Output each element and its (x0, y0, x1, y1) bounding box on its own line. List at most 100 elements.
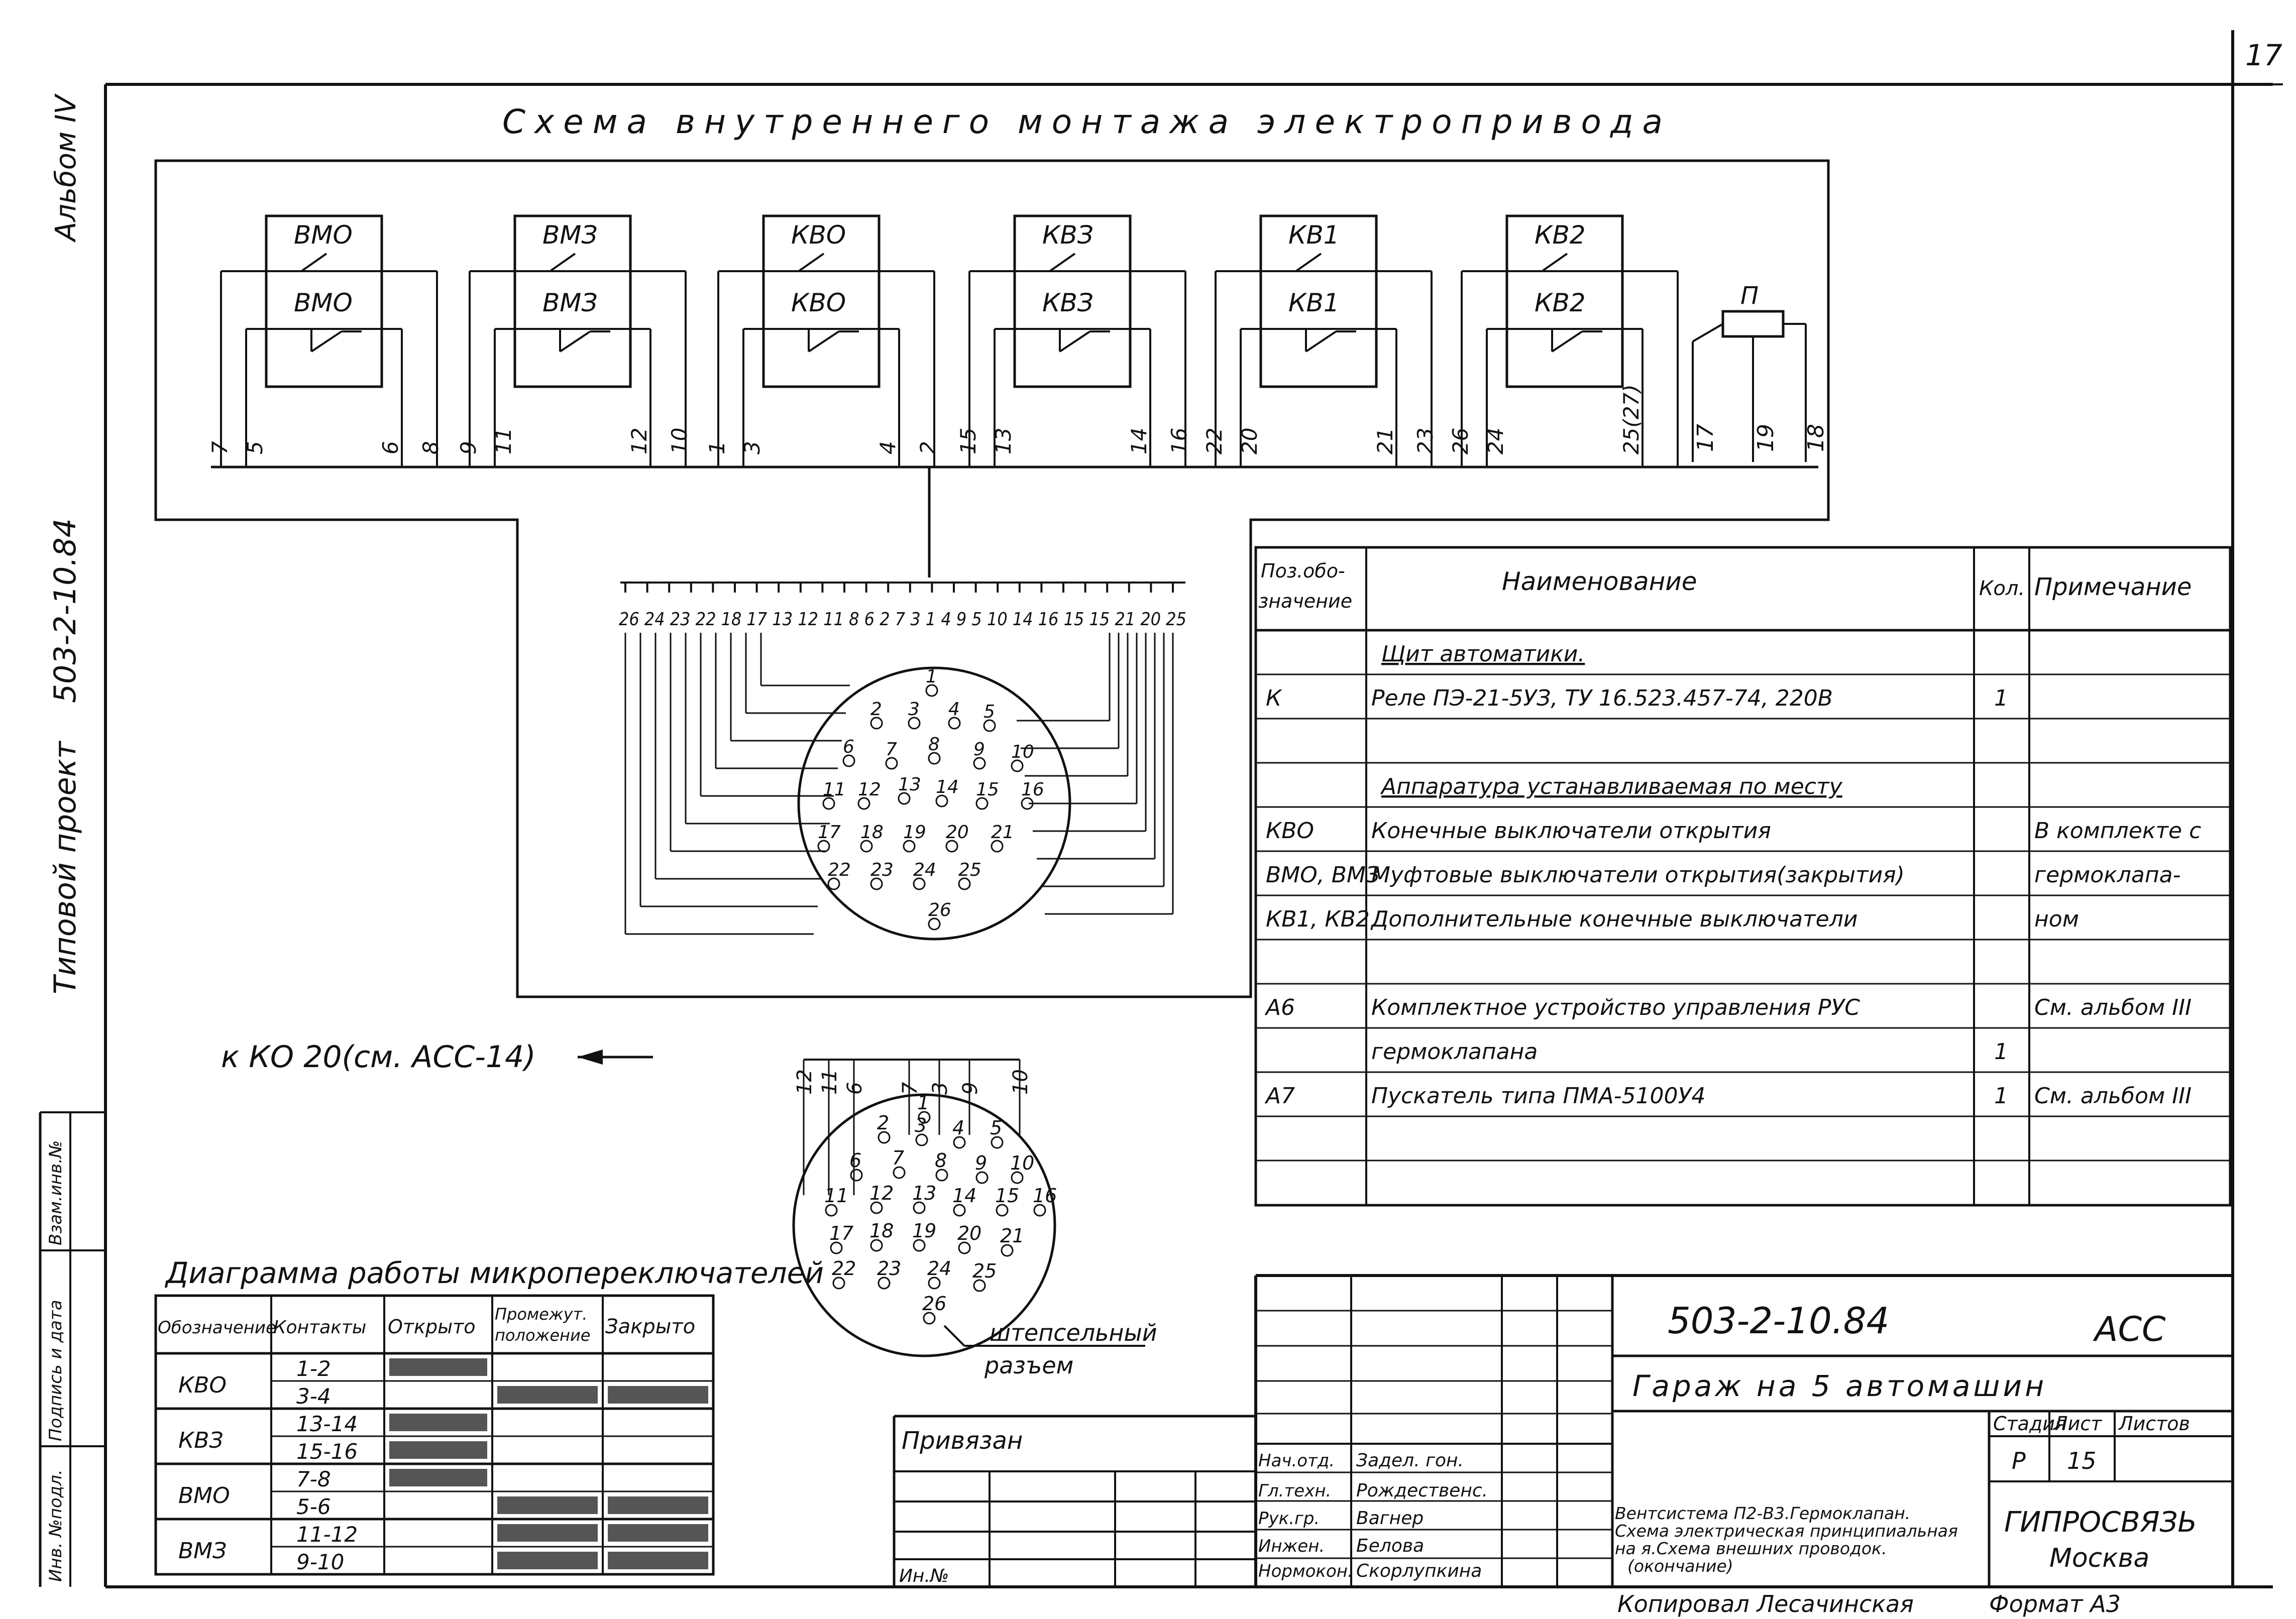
diagram-designation: КВЗ (178, 1428, 224, 1453)
connector-pin (975, 797, 989, 810)
connector-pin-number: 4 (948, 699, 960, 720)
connector-2-pin-number: 15 (995, 1185, 1019, 1207)
connector-pin (822, 797, 835, 810)
connector-pin-number: 1 (926, 666, 937, 687)
contact-no (549, 253, 576, 272)
diagram-state-fill (608, 1524, 708, 1542)
wire-number: 2 (916, 441, 940, 454)
contact-no (798, 253, 825, 272)
diagram-designation: ВМЗ (178, 1538, 227, 1564)
connector-2-pin (918, 1111, 931, 1124)
connector-2-pin-number: 25 (972, 1260, 997, 1282)
connector-pin (908, 717, 921, 730)
project-code-vertical: 503-2-10.84 (48, 518, 83, 703)
pot-wire-18: 18 (1803, 424, 1829, 452)
connector-wire-labels: 26 24 23 22 18 17 13 12 11 8 6 2 7 3 1 4… (619, 609, 1186, 630)
sheet-frame (39, 30, 2283, 1588)
connector-pin-number: 25 (958, 860, 981, 880)
connector-2-pin (913, 1239, 926, 1252)
role-person: Скорлупкина (1356, 1561, 1482, 1581)
diagram-contacts: 1-2 (296, 1356, 331, 1381)
spec-name: Аппаратура устанавливаемая по месту (1380, 774, 1843, 799)
desc-line-4: (окончание) (1627, 1556, 1733, 1576)
contact-nc (1059, 330, 1091, 353)
connector-pin-number: 13 (898, 774, 921, 795)
connector-2-caption-line2: разъем (984, 1352, 1073, 1379)
connector-2-pin-number: 8 (935, 1149, 947, 1172)
album-label: Альбом IV (50, 93, 82, 243)
switch-housing (1013, 214, 1132, 388)
connector-pin (913, 877, 926, 890)
spec-name: Дополнительные конечные выключатели (1370, 906, 1857, 932)
connector-pin-number: 9 (973, 739, 985, 760)
contact-nc (808, 330, 840, 353)
diagram-title: Диаграмма работы микропереключателей (164, 1256, 824, 1290)
connector-wire-fan (620, 582, 1185, 935)
connector-pin-number: 6 (843, 737, 854, 757)
spec-header-pos-1: Поз.обо- (1261, 560, 1345, 582)
connector-2-pin (1033, 1204, 1046, 1217)
connector-2-pin (953, 1136, 966, 1149)
role-title: Нач.отд. (1258, 1451, 1335, 1471)
connector-2-pin (870, 1201, 883, 1214)
connector-2-pin (1001, 1244, 1014, 1257)
connector-pin-number: 12 (858, 779, 881, 800)
connector-2-pin (830, 1241, 843, 1254)
connector-pin (842, 754, 855, 767)
spec-header-name: Наименование (1502, 567, 1697, 596)
wire-bus (211, 466, 1818, 577)
doc-code: 503-2-10.84 (1668, 1300, 1889, 1342)
connector-2-pin-number: 16 (1033, 1185, 1057, 1207)
connector-pin (1021, 797, 1034, 810)
connector-1-body (797, 666, 1071, 941)
diagram-state-fill (608, 1552, 708, 1569)
spec-note: См. альбом III (2034, 995, 2192, 1020)
switch-bottom-label: КВ2 (1535, 288, 1586, 317)
spec-name: Комплектное устройство управления РУС (1371, 995, 1860, 1020)
diagram-contacts: 3-4 (296, 1384, 331, 1409)
connector-pin-number: 14 (936, 777, 959, 797)
diagram-state-fill (389, 1414, 487, 1431)
connector-2-pin-number: 18 (869, 1220, 894, 1242)
switch-top-label: КВ2 (1535, 220, 1586, 250)
role-person: Задел. гон. (1356, 1450, 1464, 1471)
connector-2-pin (975, 1171, 989, 1184)
switch-bottom-label: ВМЗ (542, 288, 598, 317)
spec-name: Муфтовые выключатели открытия(закрытия) (1371, 862, 1905, 888)
diagram-header-closed: Закрыто (605, 1315, 695, 1338)
connector-pin (928, 752, 941, 765)
pot-wire-17: 17 (1693, 424, 1718, 452)
diagram-state-fill (497, 1552, 598, 1569)
wire-number: 23 (1413, 428, 1438, 454)
connector-pin-number: 5 (983, 702, 995, 722)
spec-header-note: Примечание (2034, 573, 2192, 601)
connector-2-pin-number: 24 (927, 1257, 951, 1280)
potentiometer-label: П (1740, 282, 1759, 310)
wire-number: 6 (378, 441, 403, 454)
sheet-number: 17 (2245, 38, 2282, 72)
diagram-designation: ВМО (178, 1483, 230, 1509)
connector-2-pin-number: 1 (917, 1092, 929, 1114)
desc-line-3: на я.Схема внешних проводок. (1615, 1539, 1887, 1558)
connector-2-caption-line1: штепсельный (990, 1319, 1157, 1346)
diagram-header-contacts: Контакты (273, 1317, 366, 1338)
connector-2-pin-number: 13 (912, 1182, 936, 1204)
switch-bottom-label: КВО (791, 288, 846, 317)
connector-2-wire-label: 9 (959, 1082, 982, 1095)
switch-housing (1259, 214, 1378, 388)
connector-pin-number: 20 (946, 822, 969, 843)
connector-pin-number: 26 (928, 900, 951, 920)
wire-number: 14 (1127, 428, 1151, 454)
wire-number: 9 (456, 441, 481, 454)
desc-line-1: Вентсистема П2-В3.Гермоклапан. (1615, 1504, 1910, 1523)
connector-2-pin-number: 26 (922, 1293, 946, 1315)
diagram-contacts: 11-12 (296, 1522, 358, 1547)
connector-2-pin (825, 1204, 838, 1217)
connector-2-pin-number: 11 (824, 1185, 848, 1207)
connector-pin (948, 717, 961, 730)
wire-number: 3 (740, 441, 764, 454)
wire-number: 12 (627, 428, 651, 454)
diagram-state-fill (497, 1524, 598, 1542)
